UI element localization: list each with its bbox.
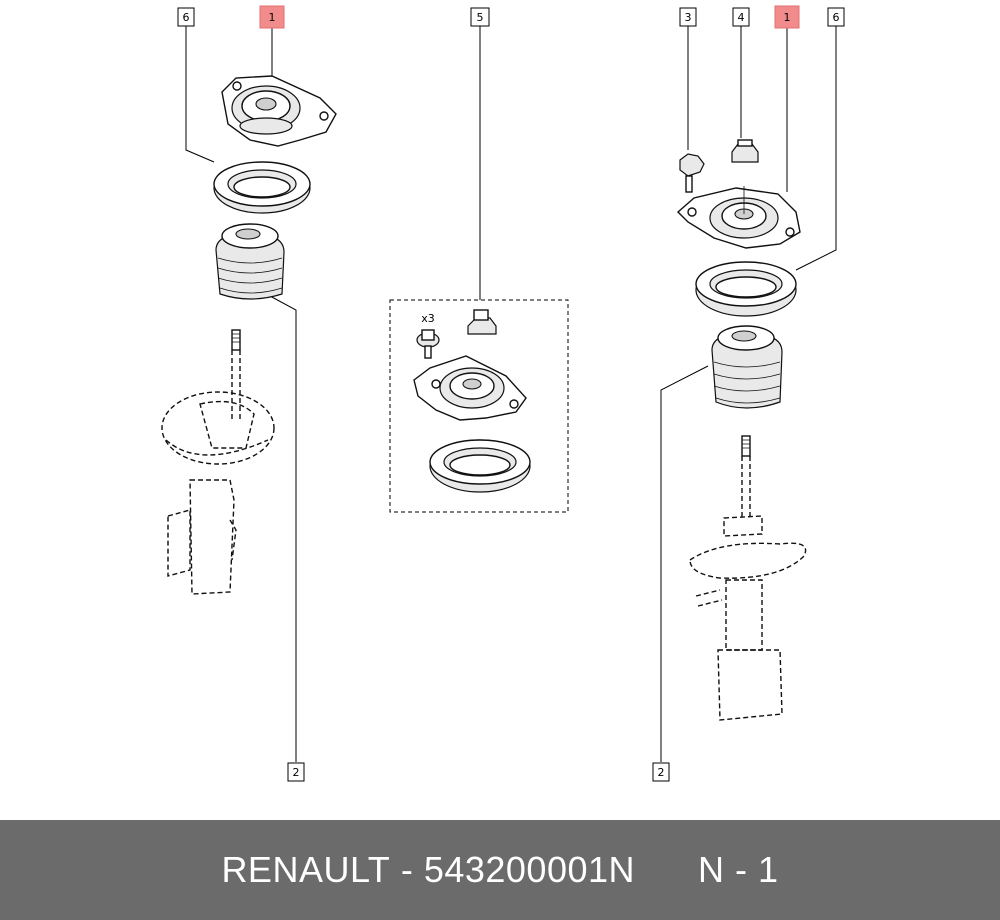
- callout-right-6: 6: [827, 7, 845, 27]
- bump-stop-left: [215, 223, 285, 300]
- footer-bar: RENAULT - 543200001N N - 1: [0, 820, 1000, 920]
- callout-left-1: 1: [259, 5, 285, 29]
- callout-label: 2: [293, 766, 300, 779]
- strut-mount-right: [676, 186, 801, 249]
- exploded-parts-diagram: 6 1 5 3 4 1 6 2 2 x3: [161, 5, 845, 782]
- quantity-note: N - 1: [698, 849, 779, 890]
- callout-left-2: 2: [287, 762, 305, 782]
- callout-right-4: 4: [732, 7, 750, 27]
- callout-label: 6: [183, 11, 190, 24]
- callout-kit-5: 5: [470, 7, 490, 27]
- callout-label: 5: [477, 11, 484, 24]
- callout-label: 2: [658, 766, 665, 779]
- callout-right-3: 3: [679, 7, 697, 27]
- kit-bearing-ring: [429, 439, 531, 493]
- bearing-ring-left: [213, 161, 311, 214]
- callout-label: 6: [833, 11, 840, 24]
- bearing-ring-right: [695, 261, 797, 317]
- callout-label: 1: [269, 11, 276, 24]
- callout-right-2: 2: [652, 762, 670, 782]
- strut-right: [689, 435, 807, 721]
- callout-label: 4: [738, 11, 745, 24]
- nut-right: [731, 139, 759, 163]
- kit-strut-mount: [413, 355, 527, 421]
- callout-label: 3: [685, 11, 692, 24]
- separator: -: [400, 849, 414, 890]
- kit-bolt: [416, 329, 440, 359]
- kit-outline: [389, 299, 569, 513]
- brand-name: RENAULT: [221, 849, 391, 890]
- callout-right-1: 1: [774, 5, 800, 29]
- callout-left-6: 6: [177, 7, 195, 27]
- callout-label: 1: [784, 11, 791, 24]
- kit-nut: [467, 309, 497, 335]
- strut-mount-left: [221, 75, 337, 147]
- bolt-right: [679, 153, 705, 193]
- bump-stop-right: [711, 325, 783, 409]
- strut-left: [161, 329, 275, 595]
- bolt-quantity-label: x3: [421, 312, 435, 325]
- part-number: 543200001N: [423, 849, 636, 890]
